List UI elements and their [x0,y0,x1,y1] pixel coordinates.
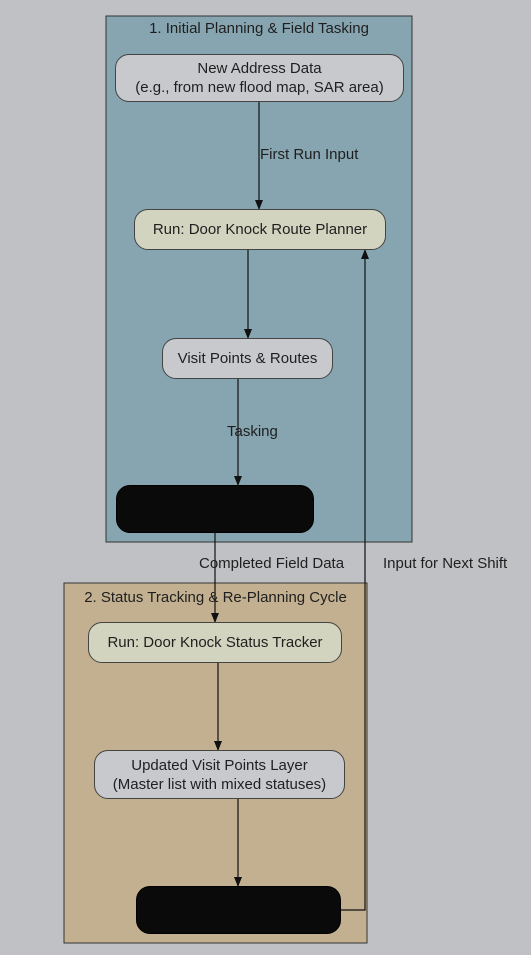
node-route-planner-label: Run: Door Knock Route Planner [152,221,368,238]
node-status-tracker-label: Run: Door Knock Status Tracker [107,634,323,651]
node-new-address-data: New Address Data (e.g., from new flood m… [115,54,404,102]
edge-label-completed-field-data: Completed Field Data [199,555,345,572]
node-updated-layer-line2: (Master list with mixed statuses) [112,775,327,793]
node-visit-points-routes: Visit Points & Routes [162,338,333,379]
node-status-tracker: Run: Door Knock Status Tracker [88,622,342,663]
node-updated-layer-line1: Updated Visit Points Layer [131,756,308,774]
edge-label-tasking: Tasking [227,423,278,440]
edge-input-for-next-shift [341,249,369,911]
edge-label-first-run-input: First Run Input [260,146,359,163]
node-updated-visit-points-layer: Updated Visit Points Layer (Master list … [94,750,345,799]
node-field-output-redacted [116,485,314,533]
edge-label-input-for-next-shift: Input for Next Shift [383,555,508,572]
node-visit-points-routes-label: Visit Points & Routes [177,350,318,367]
node-route-planner: Run: Door Knock Route Planner [134,209,386,250]
node-next-shift-output-redacted [136,886,341,934]
node-new-address-data-line2: (e.g., from new flood map, SAR area) [135,79,384,96]
node-new-address-data-line1: New Address Data [197,60,322,77]
cluster-planning-title: 1. Initial Planning & Field Tasking [149,20,369,37]
cluster-tracking-title: 2. Status Tracking & Re-Planning Cycle [84,589,347,606]
